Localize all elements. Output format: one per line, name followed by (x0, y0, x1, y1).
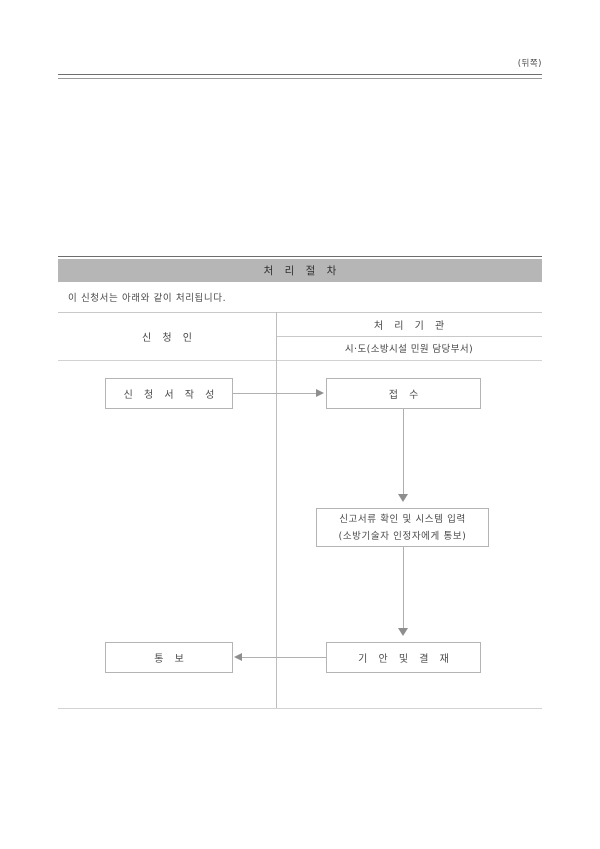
table-top-border (58, 312, 542, 313)
flow-node-document-check-line1: 신고서류 확인 및 시스템 입력 (339, 513, 466, 525)
table-header-border (58, 360, 542, 361)
connector-draft-to-notification (242, 657, 326, 658)
column-header-agency: 처 리 기 관 (373, 321, 449, 332)
arrow-down-icon (398, 628, 408, 636)
column-header-department: 시·도(소방시설 민원 담당부서) (344, 344, 474, 355)
flow-node-notification: 통 보 (105, 642, 233, 673)
flow-node-receipt: 접 수 (326, 378, 481, 409)
flow-node-document-check-line2: (소방기술자 인정자에게 통보) (338, 530, 467, 542)
table-column-divider (276, 312, 277, 708)
table-bottom-border (58, 708, 542, 709)
flow-node-receipt-label: 접 수 (388, 390, 423, 401)
flow-node-document-check: 신고서류 확인 및 시스템 입력 (소방기술자 인정자에게 통보) (316, 508, 489, 547)
table-agency-subdivider (276, 336, 542, 337)
header-rule-primary (58, 74, 542, 75)
arrow-left-icon (234, 653, 242, 661)
section-title-label: 처 리 절 차 (263, 265, 341, 277)
section-title-band: 처 리 절 차 (58, 259, 542, 282)
connector-receipt-to-check (403, 409, 404, 494)
connector-check-to-draft (403, 547, 404, 628)
page-side-note: (뒤쪽) (517, 59, 542, 69)
flow-node-write-application-label: 신 청 서 작 성 (123, 390, 219, 401)
flow-node-write-application: 신 청 서 작 성 (105, 378, 233, 409)
section-band-topline (58, 256, 542, 257)
header-rule-secondary (58, 78, 542, 79)
arrow-down-icon (398, 494, 408, 502)
column-header-applicant: 신 청 인 (142, 333, 196, 344)
section-intro-text: 이 신청서는 아래와 같이 처리됩니다. (68, 293, 227, 304)
flow-node-draft-approval-label: 기 안 및 결 재 (358, 654, 453, 665)
flow-node-draft-approval: 기 안 및 결 재 (326, 642, 481, 673)
connector-write-to-receipt (233, 393, 316, 394)
flow-node-notification-label: 통 보 (154, 654, 188, 665)
arrow-right-icon (316, 389, 324, 397)
